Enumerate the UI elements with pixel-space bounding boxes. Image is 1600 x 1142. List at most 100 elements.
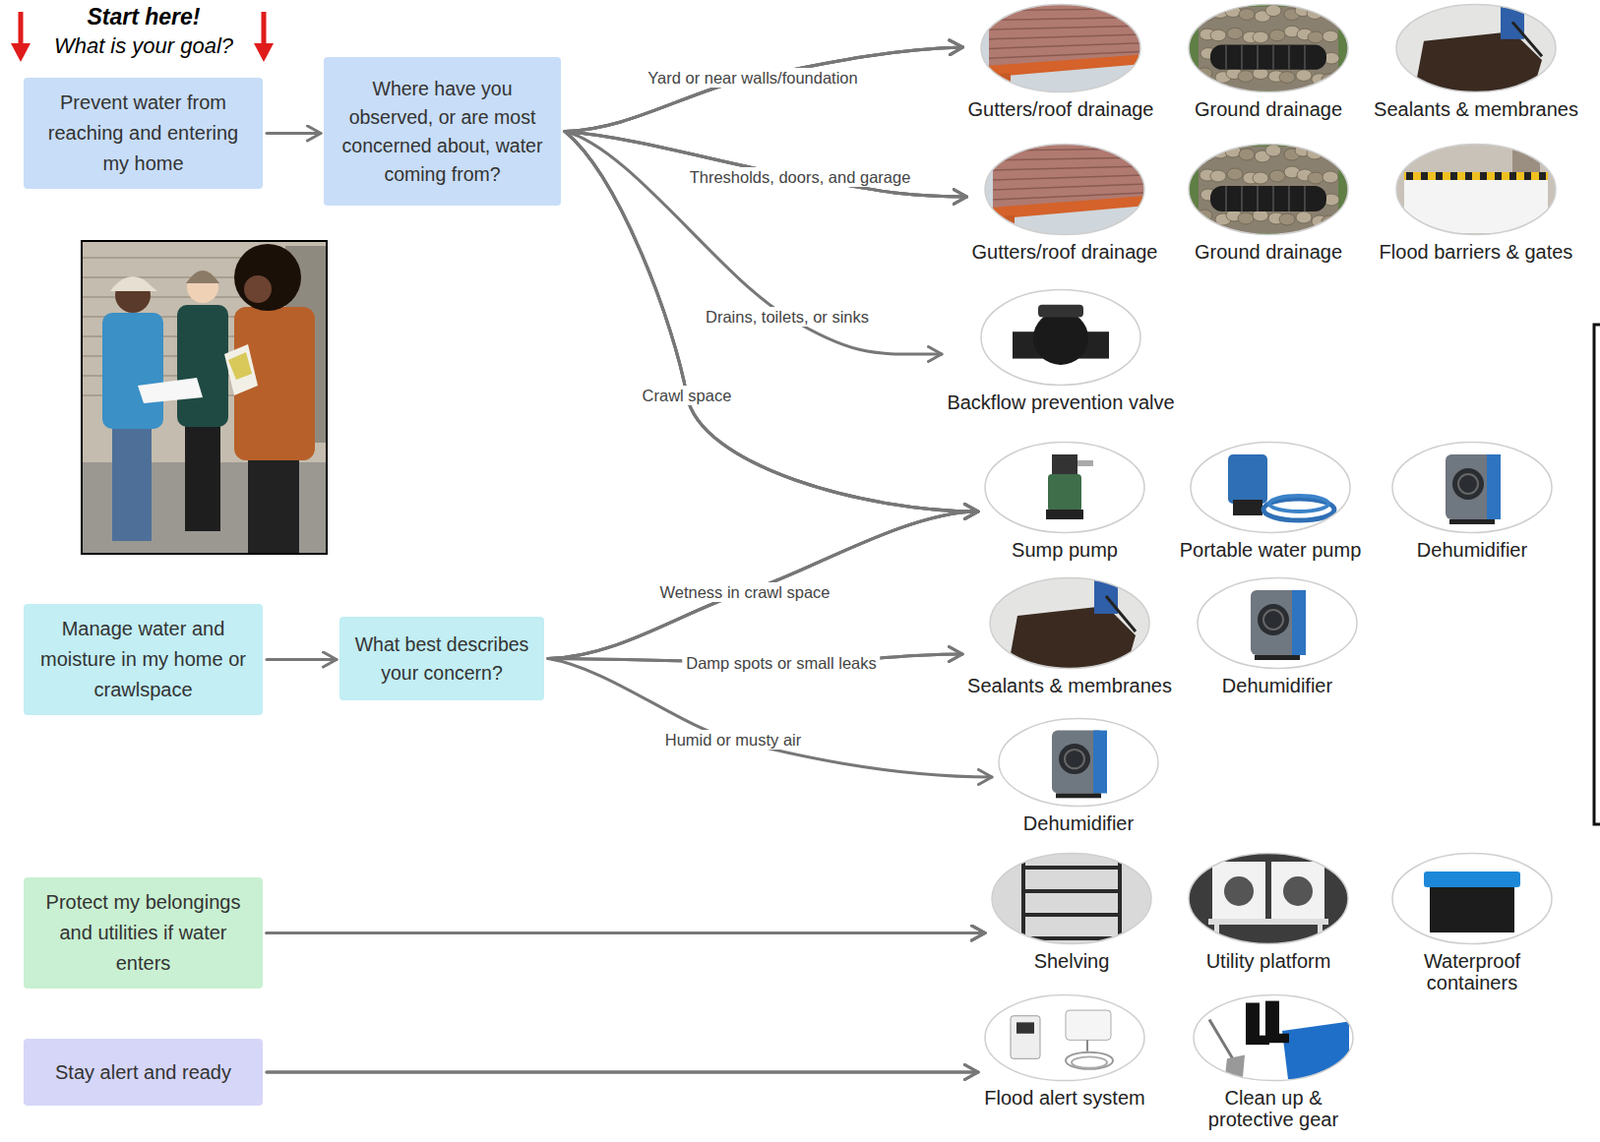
drawing-part: [1321, 4, 1338, 17]
drawing-part: [1538, 172, 1546, 181]
goal-box: Stay alert and ready: [23, 1039, 263, 1107]
goal-box: Where have you observed, or are most con…: [323, 57, 561, 206]
flow-connector: [564, 131, 979, 513]
product-label: Waterproof containers: [1390, 950, 1554, 994]
drawing-part: [1197, 578, 1357, 670]
drawing-part: [1106, 596, 1136, 632]
drawing-part: [1208, 919, 1329, 925]
drawing-part: [1396, 3, 1556, 92]
drawing-part: [992, 175, 1147, 181]
drawing-part: [1198, 9, 1215, 22]
drawing-part: [1212, 861, 1266, 920]
drawing-part: [1188, 144, 1349, 236]
drawing-part: [1071, 1056, 1108, 1068]
product-label: Dehumidifier: [1193, 675, 1361, 697]
product-item: Waterproof containers: [1388, 852, 1556, 994]
flow-connector: [266, 931, 985, 935]
drawing-part: [1524, 172, 1532, 181]
drawing-part: [1394, 2, 1558, 94]
product-image: [1191, 993, 1355, 1083]
product-item: Sealants & membranes: [1371, 2, 1581, 121]
goal-box: Manage water and moisture in my home or …: [23, 604, 263, 716]
drawing-part: [989, 852, 1154, 946]
drawing-part: [1321, 144, 1338, 157]
drawing-part: [1226, 45, 1305, 70]
product-label: Portable water pump: [1177, 539, 1364, 561]
drawing-part: [1004, 215, 1015, 237]
box-text: Stay alert and ready: [55, 1057, 232, 1089]
drawing-part: [1394, 142, 1558, 237]
drawing-part: [1396, 144, 1556, 236]
product-label: Sump pump: [981, 539, 1149, 561]
drawing-part: [983, 993, 1147, 1083]
drawing-part: [18, 11, 24, 46]
drawing-part: [1198, 6, 1339, 91]
drawing-part: [1227, 168, 1243, 181]
drawing-part: [184, 423, 221, 532]
drawing-part: [1210, 170, 1227, 183]
drawing-part: [1404, 172, 1548, 181]
drawing-part: [1046, 509, 1084, 520]
product-image: [1195, 576, 1359, 671]
drawing-part: [1186, 852, 1351, 946]
flow-connector: [266, 1071, 979, 1075]
drawing-part: [987, 576, 1152, 671]
drawing-part: [1210, 29, 1227, 42]
drawing-part: [988, 8, 1143, 11]
drawing-part: [1226, 185, 1305, 212]
product-label: Flood barriers & gates: [1377, 241, 1576, 263]
product-label: Ground drainage: [1184, 98, 1353, 121]
product-image: [983, 993, 1147, 1083]
drawing-part: [983, 993, 1147, 1083]
drawing-part: [996, 717, 1161, 808]
drawing-part: [1195, 576, 1359, 671]
product-item: Ground drainage: [1184, 142, 1353, 263]
product-item: Shelving: [987, 852, 1156, 973]
drawing-part: [1288, 45, 1291, 70]
product-image: [1394, 2, 1558, 94]
drawing-part: [1225, 45, 1228, 70]
flow-connector: [564, 131, 968, 198]
drawing-part: [1038, 305, 1084, 318]
drawing-part: [253, 43, 274, 62]
branch-label: Thresholds, doors, and garage: [685, 167, 916, 187]
drawing-part: [1228, 454, 1268, 504]
drawing-part: [244, 275, 272, 304]
drawing-part: [1224, 876, 1254, 907]
product-item: Dehumidifier: [1193, 576, 1361, 697]
drawing-part: [981, 3, 1141, 92]
drawing-part: [1225, 185, 1228, 212]
drawing-part: [984, 994, 1145, 1081]
drawing-part: [1303, 185, 1306, 212]
drawing-part: [979, 2, 1143, 94]
drawing-part: [1288, 185, 1291, 212]
drawing-part: [983, 142, 1147, 237]
drawing-part: [1245, 1002, 1260, 1041]
drawing-part: [1486, 454, 1501, 520]
drawing-part: [1065, 1010, 1111, 1041]
drawing-part: [1322, 171, 1339, 184]
drawing-part: [1238, 8, 1255, 21]
drawing-part: [1390, 852, 1554, 946]
drawing-part: [983, 142, 1147, 237]
drawing-part: [992, 148, 1147, 151]
drawing-part: [989, 578, 1150, 670]
product-image: [1186, 2, 1351, 94]
product-image: [983, 142, 1147, 237]
side-bracket: [1594, 324, 1600, 825]
product-image: [989, 852, 1154, 946]
drawing-part: [1390, 440, 1554, 535]
branch-label: Damp spots or small leaks: [681, 653, 880, 674]
drawing-part: [1449, 519, 1495, 525]
drawing-part: [979, 2, 1143, 94]
drawing-part: [992, 184, 1147, 190]
drawing-part: [1186, 852, 1351, 946]
drawing-part: [1225, 1055, 1245, 1079]
drawing-part: [1093, 731, 1108, 795]
product-item: Utility platform: [1184, 852, 1353, 973]
drawing-part: [1010, 1016, 1041, 1060]
drawing-part: [1055, 793, 1102, 799]
drawing-part: [1265, 1034, 1290, 1044]
drawing-part: [1394, 2, 1558, 94]
